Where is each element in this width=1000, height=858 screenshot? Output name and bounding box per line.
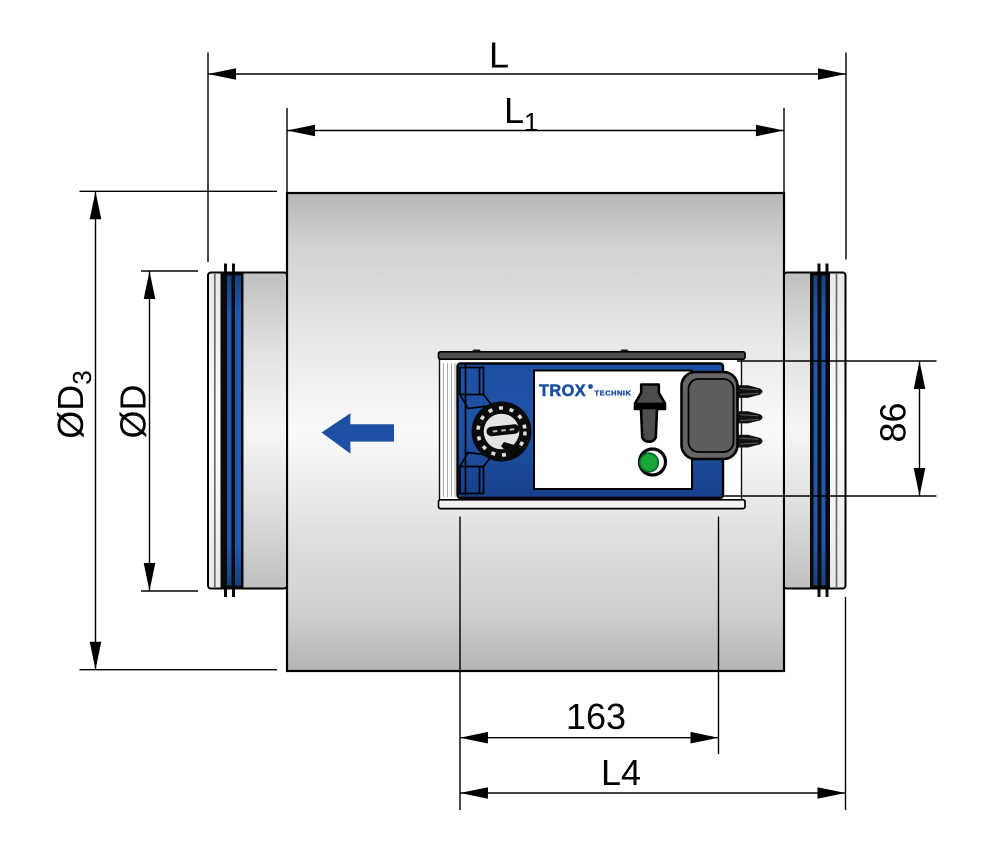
svg-text:ØD3: ØD3 [50,370,97,438]
svg-text:L4: L4 [601,752,641,793]
svg-text:163: 163 [566,696,626,737]
svg-text:ØD: ØD [113,385,154,439]
svg-text:86: 86 [873,402,914,442]
svg-text:L1: L1 [504,90,539,137]
svg-text:TECHNIK: TECHNIK [595,388,632,397]
svg-text:TROX: TROX [539,382,586,400]
svg-text:L: L [489,35,509,76]
